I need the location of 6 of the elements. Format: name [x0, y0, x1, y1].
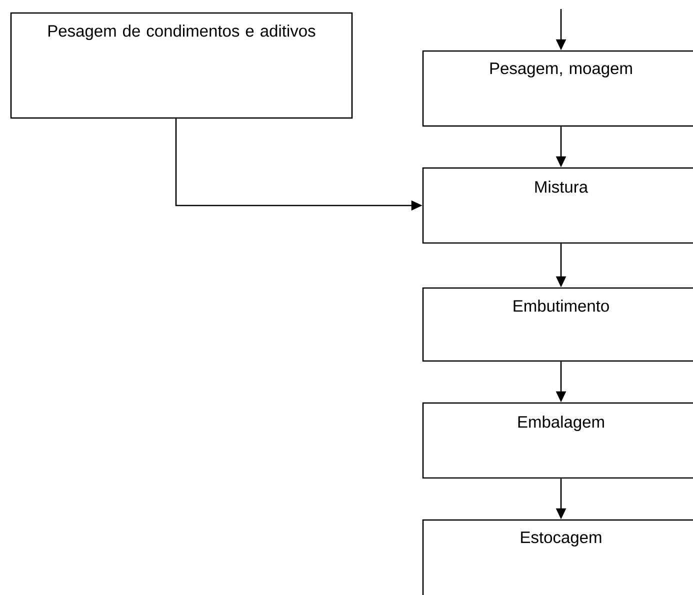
- process-box: Mistura: [422, 167, 693, 244]
- process-box: Pesagem de condimentos e aditivos: [10, 12, 353, 119]
- process-box: Embutimento: [422, 287, 693, 362]
- process-box: Pesagem, moagem: [422, 50, 693, 127]
- process-box: Embalagem: [422, 402, 693, 479]
- process-box: Estocagem: [422, 519, 693, 595]
